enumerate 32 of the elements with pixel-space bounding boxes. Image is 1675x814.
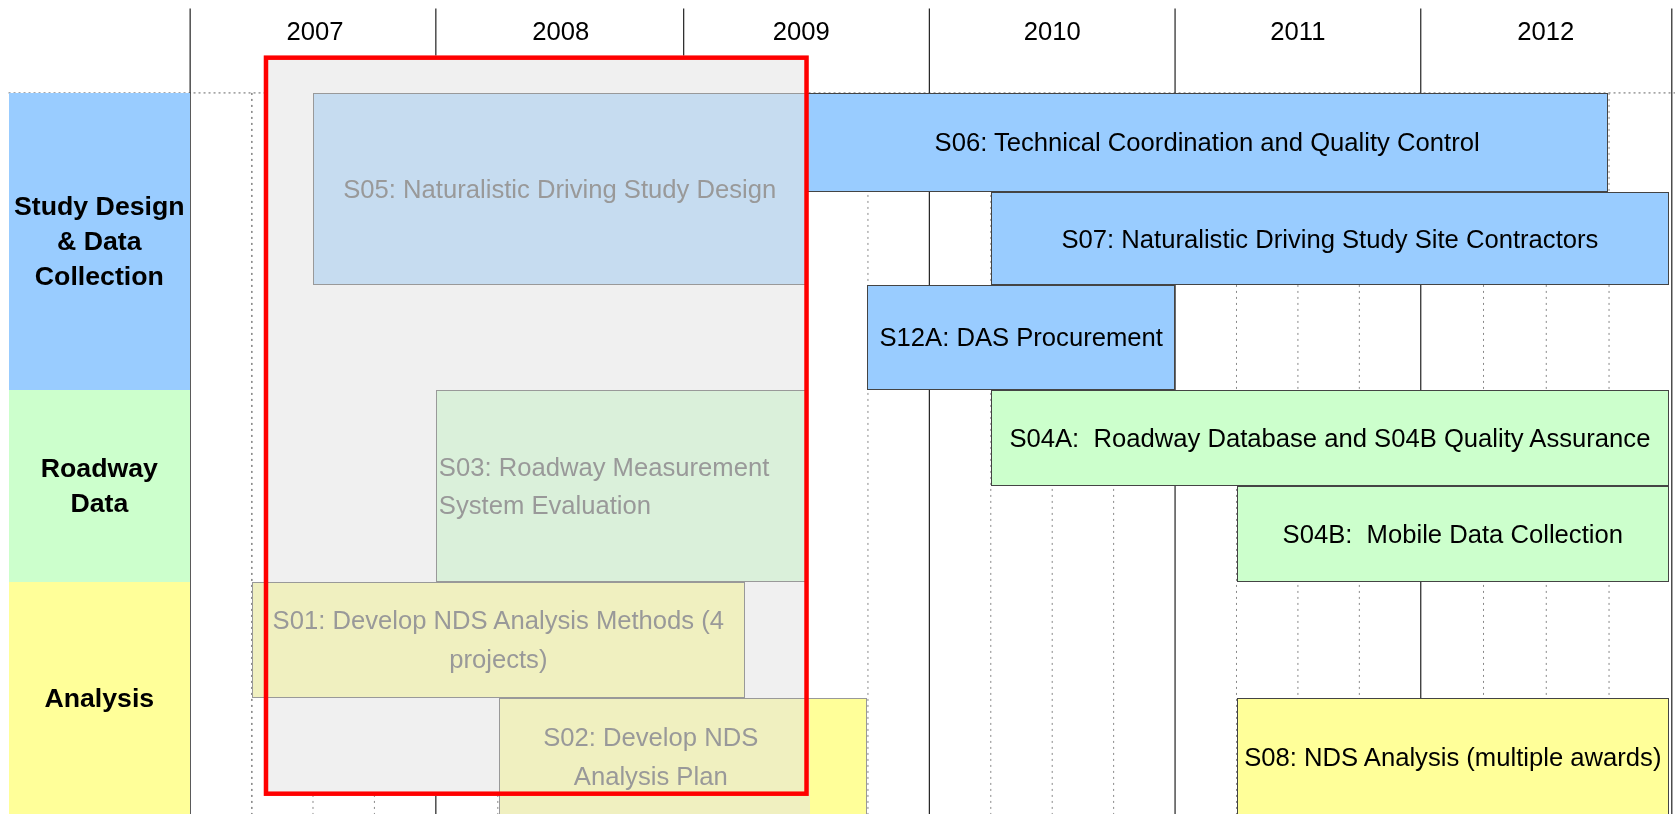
row-band	[8, 389, 191, 583]
row-band	[8, 92, 191, 390]
task-bar	[252, 582, 745, 698]
task-bar	[991, 192, 1669, 286]
task-bar	[1237, 697, 1669, 814]
year-label: 2008	[531, 17, 591, 47]
year-label: 2009	[771, 17, 831, 47]
task-label: S12A: DAS Procurement	[879, 322, 1163, 354]
task-label: S08: NDS Analysis (multiple awards)	[1244, 741, 1662, 773]
task-bar	[806, 92, 1608, 193]
row-heading: Analysis	[44, 681, 155, 715]
year-label: 2010	[1022, 17, 1082, 47]
row-heading: Study Design & Data Collection	[13, 190, 186, 293]
task-label: S04A: Roadway Database and S04B Quality Assurance	[1009, 422, 1651, 454]
task-label: S07: Naturalistic Driving Study Site Contractors	[1061, 223, 1599, 255]
task-bar	[1237, 486, 1669, 583]
task-bar	[991, 389, 1669, 487]
task-bar	[498, 697, 868, 814]
task-label: S05: Naturalistic Driving Study Design	[343, 173, 777, 205]
task-bar	[867, 285, 1176, 390]
task-label: S03: Roadway Measurement System Evaluation	[438, 451, 771, 522]
row-heading: Roadway Data	[39, 452, 159, 521]
task-label: S04B: Mobile Data Collection	[1282, 518, 1623, 550]
row-band	[8, 582, 191, 814]
task-bar	[313, 92, 807, 286]
year-label: 2011	[1269, 17, 1327, 47]
task-bar	[435, 389, 807, 583]
task-label: S02: Develop NDS Analysis Plan	[542, 722, 760, 792]
task-label: S06: Technical Coordination and Quality Control	[934, 127, 1480, 159]
year-label: 2007	[285, 17, 345, 47]
year-label: 2012	[1516, 17, 1576, 47]
task-label: S01: Develop NDS Analysis Methods (4 projects)	[271, 605, 726, 675]
